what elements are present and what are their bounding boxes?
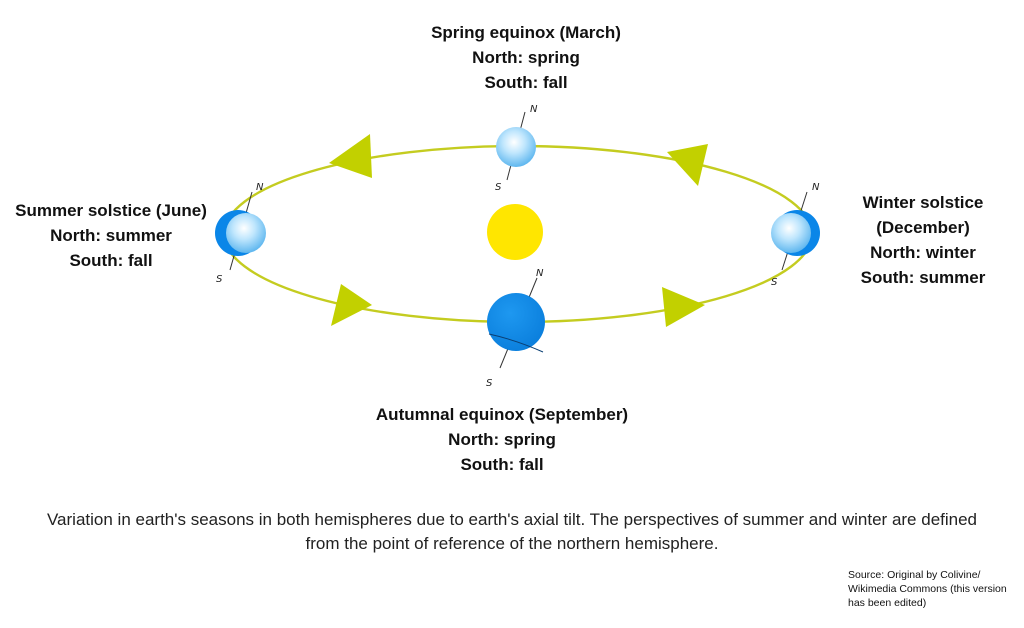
orbit-arrow-bottom-right: [662, 287, 705, 327]
earth-autumn-icon: N S: [486, 268, 545, 389]
orbit-arrow-bottom-left: [331, 284, 372, 326]
sun-icon: [487, 204, 543, 260]
summer-north-text: North: summer: [0, 223, 222, 248]
winter-month: (December): [846, 215, 1000, 240]
autumn-south-text: South: fall: [346, 452, 658, 477]
spring-south-text: South: fall: [392, 70, 660, 95]
winter-north-text: North: winter: [846, 240, 1000, 265]
summer-solstice-label: Summer solstice (June) North: summer Sou…: [0, 198, 222, 273]
earth-spring-icon: N S: [495, 104, 538, 193]
autumn-north-pole-label: N: [536, 268, 544, 279]
autumn-title: Autumnal equinox (September): [346, 402, 658, 427]
winter-solstice-label: Winter solstice (December) North: winter…: [846, 190, 1000, 290]
spring-north-pole-label: N: [530, 104, 538, 115]
orbit-arrow-top-left: [329, 134, 372, 178]
figure-caption: Variation in earth's seasons in both hem…: [40, 508, 984, 556]
summer-south-text: South: fall: [0, 248, 222, 273]
spring-equinox-label: Spring equinox (March) North: spring Sou…: [392, 20, 660, 95]
earth-summer-icon: N S: [215, 182, 266, 285]
winter-south-text: South: summer: [846, 265, 1000, 290]
spring-north-text: North: spring: [392, 45, 660, 70]
winter-south-pole-label: S: [771, 277, 778, 288]
winter-north-pole-label: N: [812, 182, 820, 193]
spring-south-pole-label: S: [495, 182, 502, 193]
summer-south-pole-label: S: [216, 274, 223, 285]
spring-title: Spring equinox (March): [392, 20, 660, 45]
summer-north-pole-label: N: [256, 182, 264, 193]
autumn-north-text: North: spring: [346, 427, 658, 452]
autumnal-equinox-label: Autumnal equinox (September) North: spri…: [346, 402, 658, 477]
autumn-south-pole-label: S: [486, 378, 493, 389]
earth-winter-icon: N S: [771, 182, 820, 288]
winter-title: Winter solstice: [846, 190, 1000, 215]
summer-title: Summer solstice (June): [0, 198, 222, 223]
source-credit: Source: Original by Colivine/ Wikimedia …: [848, 568, 1018, 610]
orbit-arrow-top-right: [667, 144, 708, 186]
